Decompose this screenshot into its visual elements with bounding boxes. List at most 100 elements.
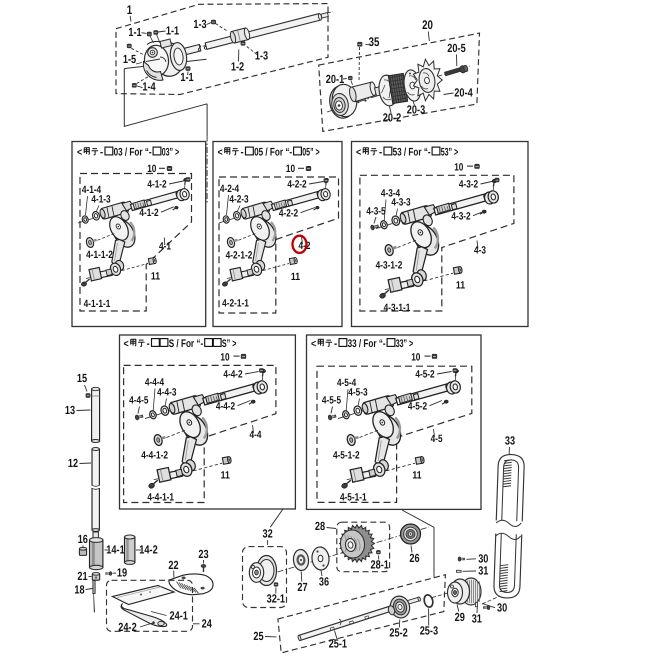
svg-text:4-3: 4-3 [474,245,486,257]
svg-text:4-4-1-1: 4-4-1-1 [147,492,174,504]
svg-text:<: < [356,146,361,158]
svg-text:4-3-3: 4-3-3 [391,197,410,209]
svg-text:35: 35 [369,35,380,49]
svg-text:30: 30 [497,601,508,615]
svg-text:<: < [77,146,82,158]
svg-text:11: 11 [221,470,230,482]
svg-text:53” >: 53” > [441,146,459,158]
svg-text:<: < [218,146,223,158]
svg-text:25: 25 [253,629,264,643]
svg-text:S” >: S” > [222,338,237,350]
svg-text:36: 36 [319,575,330,589]
svg-text:14-1: 14-1 [106,543,125,557]
svg-text:4-5: 4-5 [431,433,443,445]
svg-text:S / For “-: S / For “- [169,338,204,350]
svg-text:24-1: 24-1 [170,609,189,623]
svg-text:4-2-1-2: 4-2-1-2 [226,250,253,262]
svg-text:4-5-2: 4-5-2 [408,401,427,413]
svg-text:11: 11 [291,271,300,283]
svg-text:4-3-2: 4-3-2 [451,211,470,223]
svg-text:10: 10 [220,352,229,364]
svg-text:-: - [379,146,382,158]
svg-text:10: 10 [147,163,156,175]
svg-text:1-3: 1-3 [193,17,207,31]
svg-text:4-1-4: 4-1-4 [82,184,101,196]
svg-text:1-2: 1-2 [231,60,245,74]
svg-text:1-1: 1-1 [166,24,180,38]
svg-text:4-5-4: 4-5-4 [337,377,356,389]
svg-text:4-4-5: 4-4-5 [129,395,148,407]
svg-text:1-1: 1-1 [180,70,194,84]
svg-text:4-3-1-1: 4-3-1-1 [384,302,411,314]
svg-text:20-2: 20-2 [383,111,402,125]
svg-text:4-1-1-1: 4-1-1-1 [84,298,111,310]
svg-text:4-2: 4-2 [299,240,311,252]
svg-text:4-4-2: 4-4-2 [216,401,235,413]
svg-text:4-5-1-2: 4-5-1-2 [333,450,360,462]
svg-text:4-5-2: 4-5-2 [415,369,434,381]
svg-text:31: 31 [472,612,483,626]
svg-text:4-4-3: 4-4-3 [157,387,176,399]
svg-text:03 / For “-: 03 / For “- [114,146,152,158]
svg-text:4-4-4: 4-4-4 [145,377,164,389]
svg-text:29: 29 [455,610,466,624]
svg-text:05 / For “-: 05 / For “- [254,146,292,158]
svg-text:4-3-5: 4-3-5 [366,206,385,218]
svg-text:4-3-1-2: 4-3-1-2 [376,260,403,272]
svg-text:4-2-1-1: 4-2-1-1 [222,298,249,310]
svg-text:13: 13 [65,403,76,417]
svg-text:53 / For “-: 53 / For “- [393,146,431,158]
svg-text:33” >: 33” > [396,338,414,350]
svg-text:24-2: 24-2 [118,620,137,634]
svg-text:22: 22 [168,558,179,572]
svg-text:1: 1 [127,3,132,17]
svg-text:<: < [124,338,129,350]
svg-text:33: 33 [505,434,516,448]
svg-text:4-3-4: 4-3-4 [381,188,400,200]
svg-text:20-3: 20-3 [407,103,426,117]
svg-text:31: 31 [478,564,489,578]
svg-text:10: 10 [411,352,420,364]
svg-text:1-1: 1-1 [128,25,142,39]
svg-text:23: 23 [198,547,209,561]
svg-text:4-2-4: 4-2-4 [220,183,239,195]
svg-text:-: - [241,146,244,158]
svg-text:18: 18 [74,583,85,597]
svg-text:4-1-2: 4-1-2 [147,179,166,191]
svg-text:16: 16 [78,532,89,546]
svg-text:30: 30 [478,552,489,566]
svg-text:32-1: 32-1 [267,592,286,606]
svg-text:21: 21 [77,569,88,583]
svg-text:28-1: 28-1 [371,558,390,572]
svg-text:32: 32 [263,527,274,541]
svg-text:26: 26 [409,551,420,565]
svg-text:4-2-3: 4-2-3 [229,194,248,206]
svg-text:11: 11 [151,271,160,283]
svg-text:25-1: 25-1 [329,637,348,651]
svg-text:20: 20 [422,18,433,32]
svg-text:4-2-2: 4-2-2 [279,208,298,220]
svg-text:4-1-3: 4-1-3 [91,194,110,206]
svg-text:1-3: 1-3 [255,49,269,63]
svg-text:10: 10 [454,162,463,174]
svg-text:20-4: 20-4 [454,86,473,100]
svg-text:19: 19 [117,566,128,580]
svg-text:4-3-2: 4-3-2 [459,179,478,191]
svg-text:14-2: 14-2 [139,543,158,557]
svg-text:4-5-3: 4-5-3 [348,387,367,399]
svg-text:15: 15 [77,371,88,385]
svg-text:4-5-5: 4-5-5 [322,395,341,407]
svg-text:25-3: 25-3 [420,624,439,638]
svg-text:24: 24 [202,617,213,631]
svg-text:4-4-1-2: 4-4-1-2 [141,450,168,462]
svg-text:4-4-2: 4-4-2 [223,369,242,381]
svg-text:25-2: 25-2 [389,626,408,640]
svg-text:4-2-2: 4-2-2 [287,179,306,191]
svg-text:4-1: 4-1 [159,241,171,253]
svg-text:12: 12 [68,456,79,470]
svg-text:-: - [334,338,337,350]
svg-text:11: 11 [456,280,465,292]
svg-text:27: 27 [297,580,308,594]
svg-text:20-5: 20-5 [447,41,466,55]
svg-text:<: < [311,338,316,350]
